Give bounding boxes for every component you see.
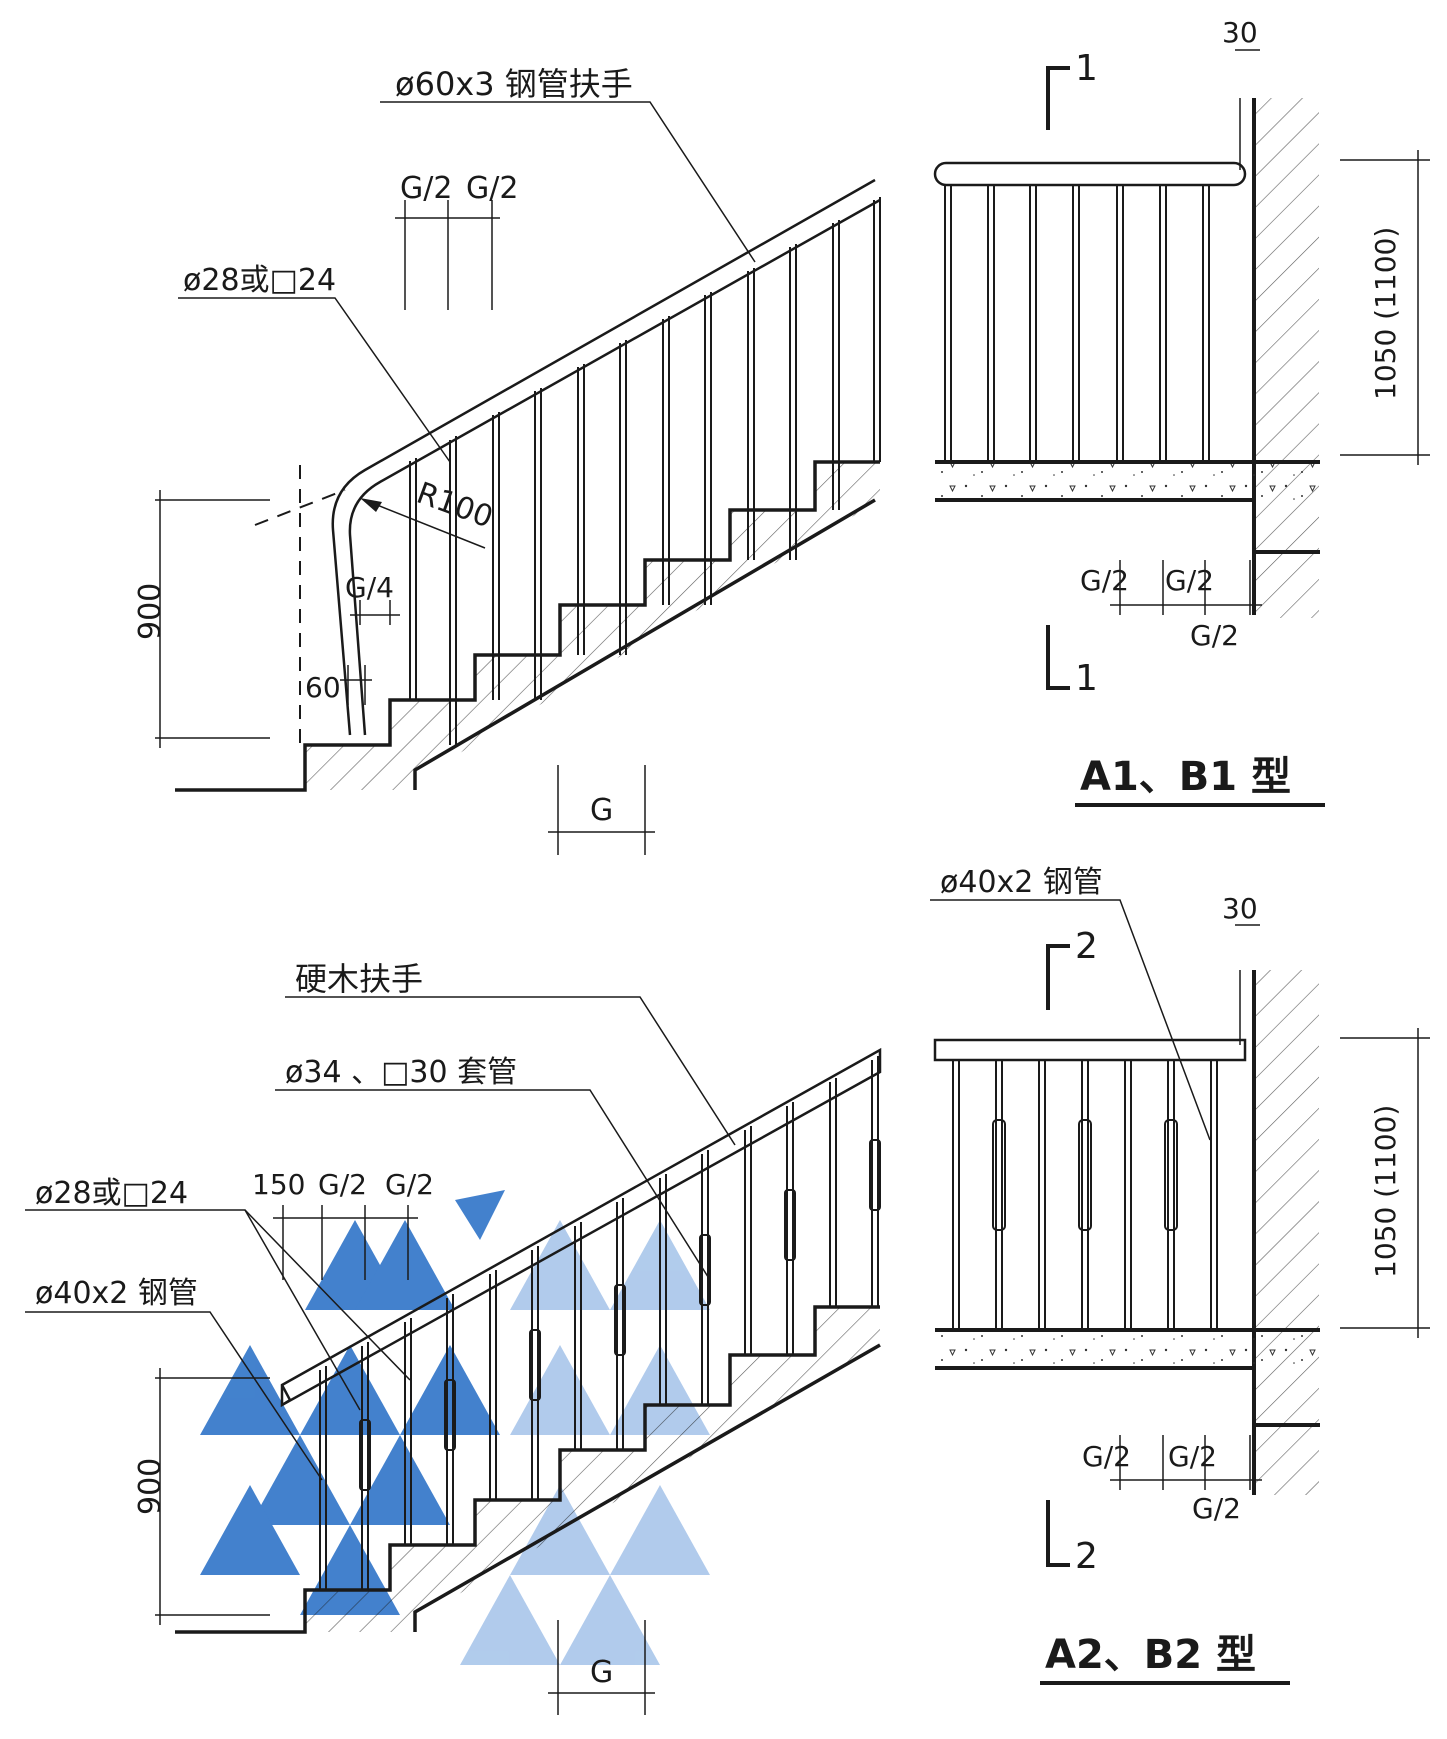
section-mark-top-lower: 1: [1075, 658, 1098, 699]
post-dim-top: [340, 665, 372, 705]
leader-sleeve-bottom: [275, 1089, 711, 1281]
height-label-bottom: 900: [133, 1458, 168, 1515]
offset-dim-top: [350, 600, 400, 625]
tread-dim-bottom: [548, 1620, 655, 1715]
balusters-top: [409, 197, 881, 745]
height-dim-bottom: [155, 1368, 270, 1625]
radius-leader-top: [371, 502, 486, 549]
leader-baluster-top: [178, 297, 451, 463]
type-title-top: A1、B1 型: [1080, 754, 1291, 800]
pipe-label-section: ø40x2 钢管: [940, 865, 1103, 900]
stair-steps-top: [175, 460, 880, 792]
spacing-label-top-b: G/2: [466, 171, 518, 206]
section-spacing-bottom-c: G/2: [1192, 1492, 1241, 1525]
section-spacing-top-a: G/2: [1080, 564, 1129, 597]
leader-pipe-bottom: [25, 1311, 323, 1481]
section-spacing-bottom-a: G/2: [1082, 1440, 1131, 1473]
bottom-elevation: 硬木扶手 ø34 、□30 套管 150 G/2 G/2 ø28或□24 ø40…: [25, 865, 1430, 1715]
sleeve-label-bottom: ø34 、□30 套管: [285, 1055, 517, 1090]
dim-150-bottom: 150: [252, 1168, 305, 1201]
section-view-bottom: ø40x2 钢管 2 2: [930, 865, 1430, 1577]
radius-label-top: R100: [412, 476, 497, 536]
section-mark-bottom-upper: 2: [1075, 926, 1098, 967]
spacing-dims-top: [395, 200, 500, 310]
wall-offset-bottom: 30: [1222, 892, 1258, 925]
handrail-label-bottom: 硬木扶手: [295, 960, 423, 998]
top-elevation: ø60x3 钢管扶手 G/2 G/2 ø28或□24 R100 G/4 60: [133, 16, 1430, 855]
spacing-label-bottom-b: G/2: [385, 1168, 434, 1201]
wall-offset-top: 30: [1222, 16, 1258, 49]
section-mark-top-upper: 1: [1075, 48, 1098, 89]
section-height-top: 1050 (1100): [1369, 227, 1402, 400]
tread-dim-top: [548, 765, 655, 855]
spacing-label-top-a: G/2: [400, 171, 452, 206]
handrail-label-top: ø60x3 钢管扶手: [395, 65, 633, 103]
section-height-bottom: 1050 (1100): [1369, 1105, 1402, 1278]
section-handrail-top: [933, 161, 1247, 187]
spacing-label-bottom-a: G/2: [318, 1168, 367, 1201]
leader-handrail-bottom: [285, 996, 736, 1146]
leader-handrail-top: [380, 101, 756, 263]
handrail-top: [331, 178, 876, 736]
height-label-top: 900: [133, 583, 168, 640]
height-dim-top: [155, 490, 270, 748]
handrail-top-inner: [348, 198, 881, 736]
section-handrail-bottom: [933, 1038, 1247, 1062]
stair-slab-top: [305, 455, 880, 790]
stair-soffit-top: [413, 498, 876, 790]
sleeves-bottom: [359, 1139, 881, 1491]
section-spacing-top-b: G/2: [1165, 564, 1214, 597]
handrail-bottom: [280, 1047, 882, 1408]
section-view-top: 1 1: [933, 16, 1430, 699]
baluster-label-top: ø28或□24: [183, 263, 336, 298]
baluster-label-bottom: ø28或□24: [35, 1176, 188, 1211]
section-mark-bottom-lower: 2: [1075, 1536, 1098, 1577]
radius-arrow-top: [360, 498, 382, 512]
balusters-bottom: [319, 1056, 879, 1590]
offset-label-top: G/4: [345, 571, 394, 604]
tread-label-top: G: [590, 793, 613, 828]
tread-label-bottom: G: [590, 1655, 613, 1690]
section-spacing-bottom-b: G/2: [1168, 1440, 1217, 1473]
stair-steps-bottom: [175, 1305, 880, 1634]
type-title-bottom: A2、B2 型: [1045, 1632, 1256, 1678]
stair-soffit-bottom: [413, 1343, 881, 1632]
post-label-top: 60: [305, 671, 341, 704]
section-spacing-top-c: G/2: [1190, 619, 1239, 652]
centerline-diag-top: [254, 489, 346, 526]
pipe-label-bottom: ø40x2 钢管: [35, 1276, 198, 1311]
stair-slab-bottom: [305, 1307, 880, 1632]
spacing-dims-bottom: [273, 1205, 418, 1280]
